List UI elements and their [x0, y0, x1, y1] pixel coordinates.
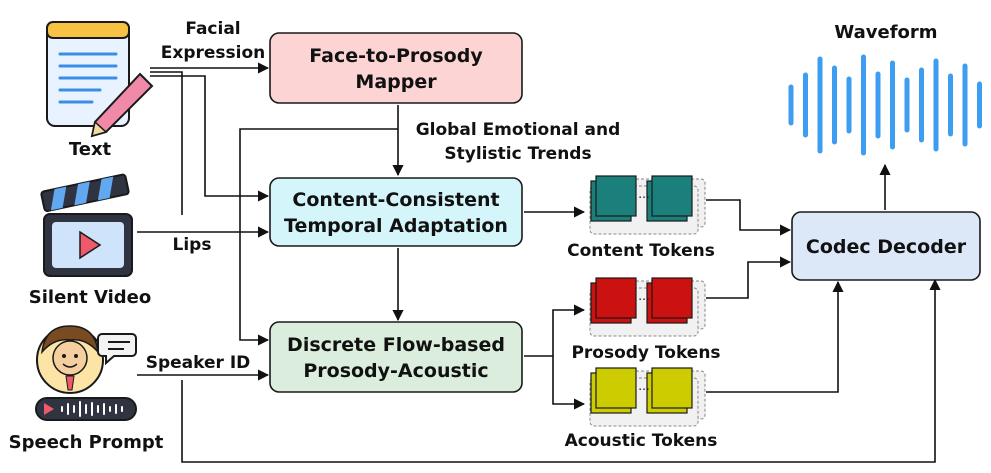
token-ellipsis: ...	[638, 379, 649, 393]
discrete-flow-module: Discrete Flow-based Prosody-Acoustic	[269, 321, 523, 393]
token-square	[651, 175, 693, 217]
waveform-icon	[788, 54, 982, 156]
label-content-tokens: Content Tokens	[567, 241, 715, 261]
arrow-text-to-content	[150, 75, 270, 202]
arrow-content-to-decoder	[706, 199, 792, 236]
arrow-to-acoustic-tokens	[552, 356, 586, 410]
connections	[137, 62, 941, 463]
speech-bubble-icon	[97, 333, 137, 366]
arrow-trends-to-flow	[239, 128, 398, 346]
mapper-title-2: Mapper	[355, 71, 437, 93]
mapper-title-1: Face-to-Prosody	[309, 45, 483, 67]
face-to-prosody-mapper: Face-to-Prosody Mapper	[269, 32, 523, 104]
speaker-avatar-icon	[36, 325, 104, 394]
content-token-stack: ...	[589, 175, 706, 235]
token-ellipsis: ...	[638, 289, 649, 303]
clapperboard-icon	[40, 173, 133, 277]
arrow-prompt-to-decoder	[181, 278, 941, 463]
label-text-input: Text	[69, 139, 112, 160]
token-square	[651, 277, 693, 319]
label-prosody-tokens: Prosody Tokens	[571, 343, 720, 363]
token-square	[595, 175, 637, 217]
text-document-icon	[46, 21, 154, 138]
flow-module-title-1: Discrete Flow-based	[287, 334, 505, 356]
content-consistent-module: Content-Consistent Temporal Adaptation	[269, 177, 523, 247]
label-speaker-id: Speaker ID	[146, 353, 251, 373]
token-square	[651, 367, 693, 409]
label-waveform: Waveform	[834, 22, 937, 43]
label-speech-prompt: Speech Prompt	[9, 432, 164, 453]
label-silent-video: Silent Video	[29, 287, 151, 308]
flow-module-title-2: Prosody-Acoustic	[303, 360, 488, 382]
label-global-trends-2: Stylistic Trends	[444, 144, 591, 164]
codec-decoder-module: Codec Decoder	[791, 211, 981, 281]
token-square	[595, 277, 637, 319]
prosody-token-stack: ...	[589, 277, 706, 337]
acoustic-token-stack: ...	[589, 367, 706, 427]
token-ellipsis: ...	[638, 187, 649, 201]
wire-text-down	[150, 71, 183, 215]
label-acoustic-tokens: Acoustic Tokens	[565, 431, 718, 451]
decoder-title: Codec Decoder	[806, 236, 967, 258]
label-expression: Expression	[161, 43, 266, 63]
content-module-title-2: Temporal Adaptation	[284, 215, 508, 237]
label-lips: Lips	[173, 235, 212, 255]
content-module-title-1: Content-Consistent	[292, 189, 499, 211]
arrow-prosody-to-decoder	[706, 256, 792, 299]
label-global-trends-1: Global Emotional and	[416, 120, 621, 140]
arrow-to-prosody-tokens	[524, 304, 586, 357]
arrow-acoustic-to-decoder	[706, 280, 844, 393]
label-facial: Facial	[185, 19, 240, 39]
audio-player-icon	[35, 397, 137, 421]
token-square	[595, 367, 637, 409]
